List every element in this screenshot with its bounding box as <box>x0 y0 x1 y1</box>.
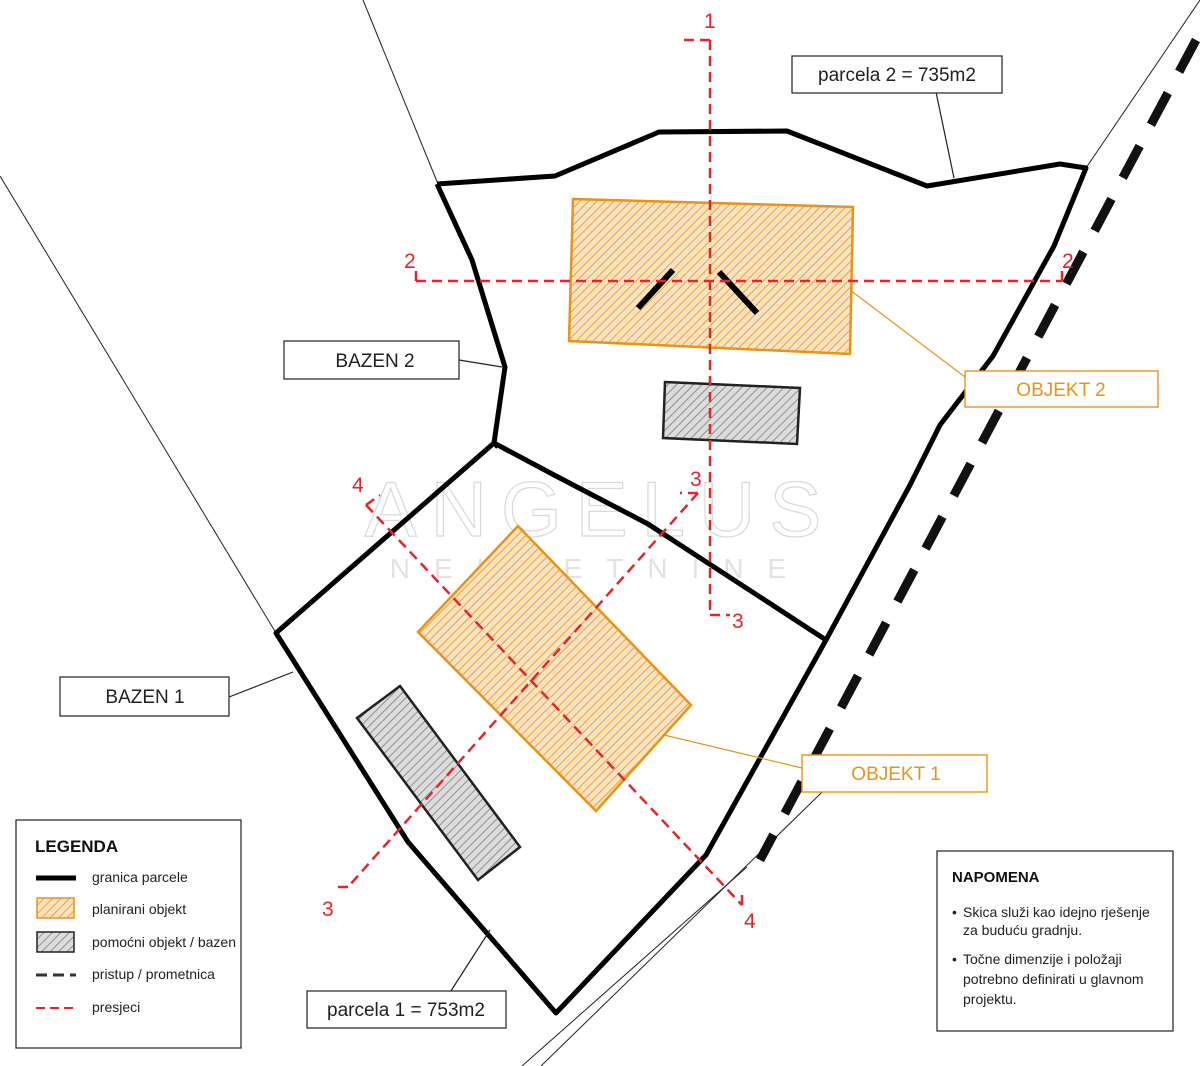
parcela-1-label: parcela 1 = 753m2 <box>306 990 507 1029</box>
section-4-top-label: 4 <box>352 474 364 497</box>
access-road-line <box>756 37 1200 863</box>
objekt-2-footprint <box>567 197 855 356</box>
objekt-1-footprint <box>416 524 693 813</box>
note-bullet-2-line-2: potrebno definirati u glavnom <box>963 971 1144 987</box>
objekt-1-label: OBJEKT 1 <box>801 754 988 793</box>
legend-item-aux: pomoćni objekt / bazen <box>92 934 236 950</box>
legend-aux-swatch <box>36 931 75 953</box>
parcel-boundaries <box>273 128 1089 1016</box>
section-4-bottom-label: 4 <box>744 910 756 933</box>
bazen-1-footprint <box>355 684 522 882</box>
parcela-2-label: parcela 2 = 735m2 <box>791 55 1003 94</box>
roof-marks <box>635 267 760 316</box>
watermark-title: ANGELUS <box>365 465 836 553</box>
legend-item-boundary: granica parcele <box>92 869 188 885</box>
note-bullet-1-line-1: Skica služi kao idejno rješenje <box>963 904 1150 920</box>
note-box: NAPOMENA • Skica služi kao idejno rješen… <box>936 850 1174 1032</box>
svg-text:BAZEN 2: BAZEN 2 <box>335 351 414 372</box>
svg-text:•: • <box>952 951 957 967</box>
svg-text:OBJEKT 1: OBJEKT 1 <box>851 764 940 785</box>
section-3-bottom-label: 3 <box>322 898 334 921</box>
svg-text:parcela 1 = 753m2: parcela 1 = 753m2 <box>327 1000 485 1021</box>
section-lines <box>338 38 1064 906</box>
legend-item-section: presjeci <box>92 999 140 1015</box>
legend-title: LEGENDA <box>35 837 118 856</box>
bazen-2-label: BAZEN 2 <box>283 340 460 380</box>
legend-item-road: pristup / prometnica <box>92 966 215 982</box>
section-2-right-label: 2 <box>1062 250 1074 273</box>
objekt-2-label: OBJEKT 2 <box>964 370 1159 408</box>
svg-text:OBJEKT 2: OBJEKT 2 <box>1016 380 1105 401</box>
watermark-subtitle: NEKRETNINE <box>390 553 810 584</box>
svg-text:BAZEN 1: BAZEN 1 <box>105 687 184 708</box>
section-3-mid-label: 3 <box>732 610 744 633</box>
note-bullet-2-line-3: projektu. <box>963 991 1017 1007</box>
section-3-top-label: 3 <box>690 468 702 491</box>
bazen-1-label: BAZEN 1 <box>59 676 230 717</box>
section-2-left-label: 2 <box>404 250 416 273</box>
legend-planned-swatch <box>36 897 75 919</box>
legend: LEGENDA granica parcele planirani objekt… <box>15 819 242 1049</box>
legend-item-planned: planirani objekt <box>92 901 186 917</box>
note-title: NAPOMENA <box>952 869 1040 886</box>
note-bullet-2-line-1: Točne dimenzije i položaji <box>963 951 1122 967</box>
note-bullet-1-line-2: za buduću gradnju. <box>963 922 1082 938</box>
bazen-2-footprint <box>661 380 802 446</box>
section-1-top-label: 1 <box>704 10 716 33</box>
svg-text:•: • <box>952 904 957 920</box>
svg-text:parcela 2 = 735m2: parcela 2 = 735m2 <box>818 65 976 86</box>
